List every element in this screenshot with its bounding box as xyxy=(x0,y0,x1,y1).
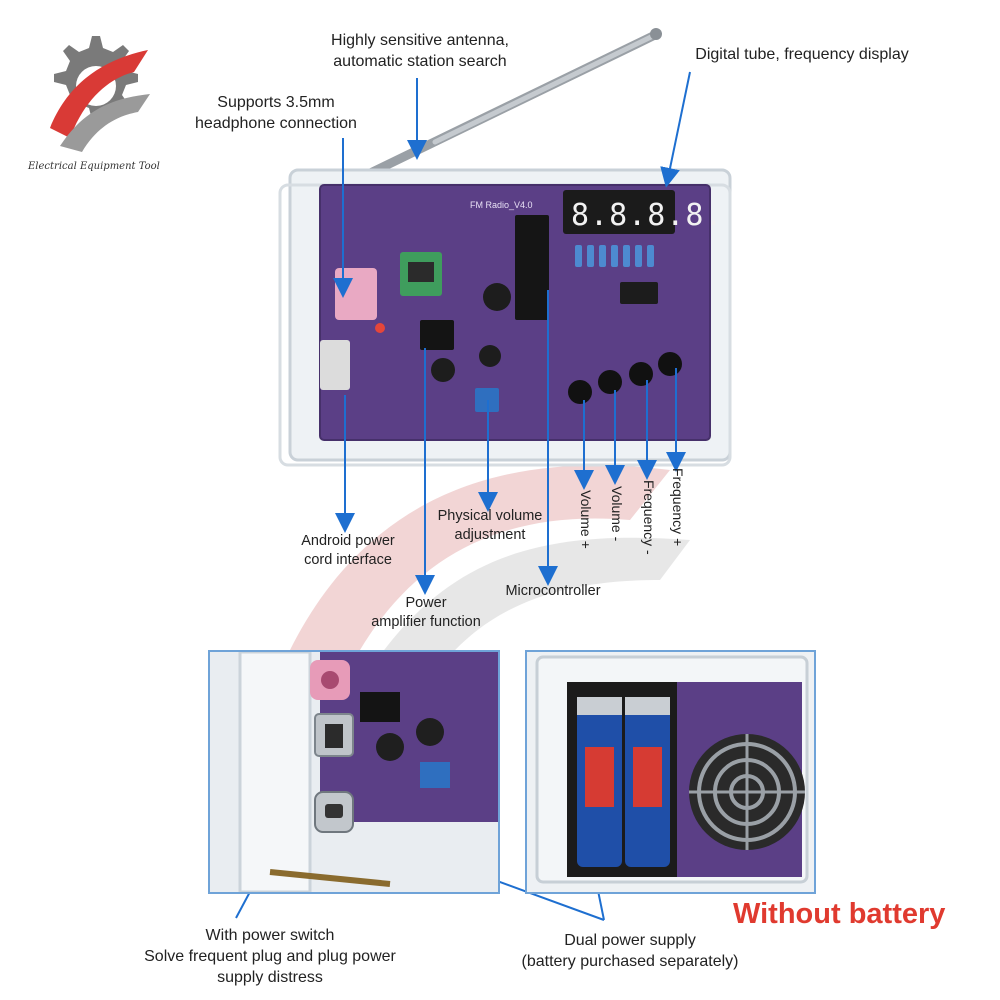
headphone-label: Supports 3.5mm headphone connection xyxy=(195,94,357,132)
power-switch-closeup xyxy=(210,652,498,892)
power-amplifier-label: Power amplifier function xyxy=(371,595,481,630)
fm-radio-device: FM Radio_V4.0 8.8.8.8. xyxy=(278,28,732,467)
frequency-plus-label: Frequency + xyxy=(670,468,686,547)
power-switch-label: With power switch Solve frequent plug an… xyxy=(144,927,396,986)
aa-battery-right xyxy=(625,697,670,867)
watermark-logo xyxy=(290,465,690,680)
power-switch-photo xyxy=(208,650,500,894)
logo-caption: Electrical Equipment Tool xyxy=(28,161,160,172)
pcb-title: FM Radio_V4.0 xyxy=(470,200,533,210)
android-power-label: Android power cord interface xyxy=(301,533,395,568)
aa-battery-left xyxy=(577,697,622,867)
dual-power-label: Dual power supply (battery purchased sep… xyxy=(521,932,739,970)
digital-tube-label: Digital tube, frequency display xyxy=(695,46,909,63)
brand-logo xyxy=(50,36,150,152)
digital-tube-display: 8.8.8.8. xyxy=(563,190,724,234)
volume-plus-label: Volume + xyxy=(578,490,594,549)
antenna-label: Highly sensitive antenna, automatic stat… xyxy=(331,32,509,70)
microcontroller-label: Microcontroller xyxy=(505,583,601,599)
physical-volume-label: Physical volume adjustment xyxy=(437,508,543,543)
speaker xyxy=(689,734,805,850)
battery-compartment-photo xyxy=(525,650,816,894)
amplifier-chip xyxy=(420,320,454,350)
svg-text:8.8.8.8.: 8.8.8.8. xyxy=(571,198,724,233)
battery-closeup xyxy=(527,652,814,892)
without-battery-note: Without battery xyxy=(733,898,946,930)
button-row xyxy=(568,352,682,404)
volume-minus-label: Volume - xyxy=(609,486,625,542)
frequency-minus-label: Frequency - xyxy=(641,480,657,555)
microcontroller-chip xyxy=(515,215,549,320)
